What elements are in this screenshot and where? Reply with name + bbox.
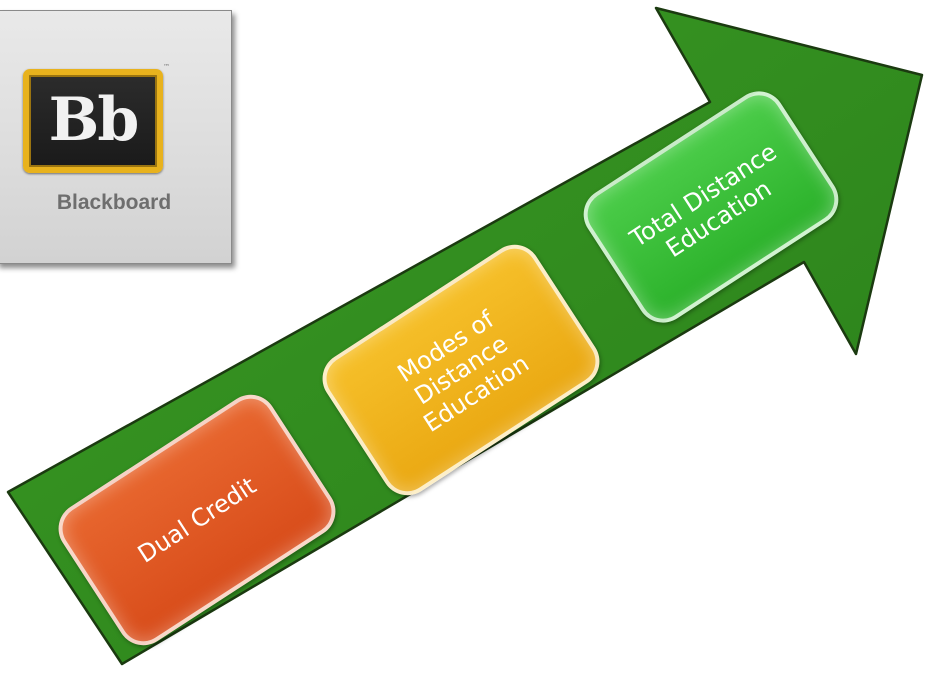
logo-label: Blackboard [56, 191, 172, 214]
stage-label: Dual Credit [132, 471, 262, 569]
blackboard-logo-card: Bb ™ Blackboard [0, 10, 232, 264]
blackboard-logo-icon: Bb [23, 69, 163, 173]
trademark-symbol: ™ [163, 63, 170, 71]
logo-mark-text: Bb [48, 85, 140, 155]
